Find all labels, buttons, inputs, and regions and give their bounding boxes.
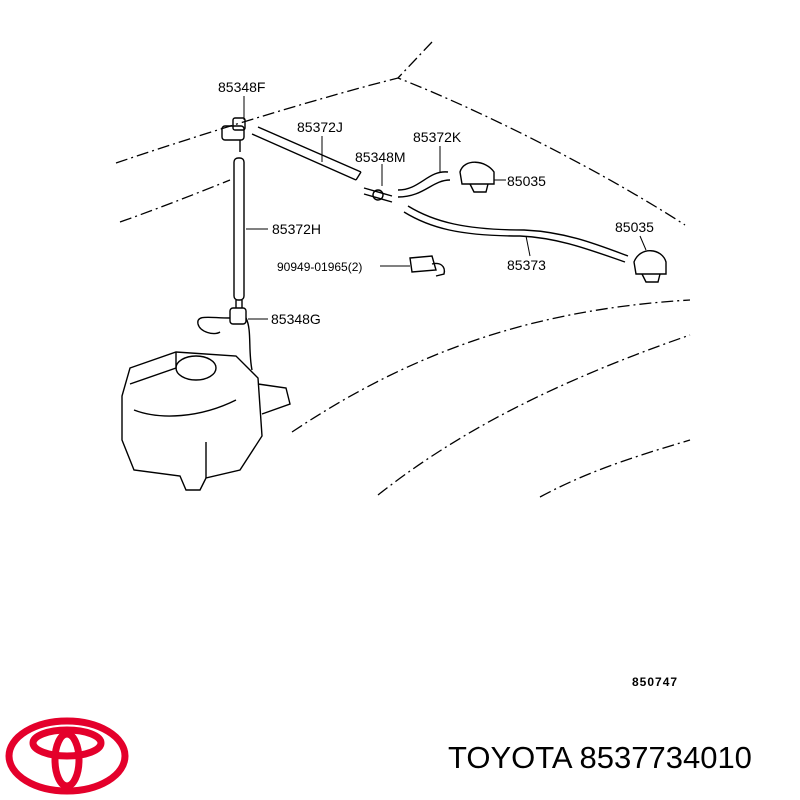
washer-tank <box>121 351 291 491</box>
hose-85373 <box>403 205 629 263</box>
callout-85035-lower: 85035 <box>615 219 654 235</box>
callout-85372H: 85372H <box>272 221 321 237</box>
joint-85348G <box>197 300 253 371</box>
hose-85372H <box>233 157 245 301</box>
callout-85035-upper: 85035 <box>507 173 546 189</box>
brand-part-number: TOYOTA 8537734010 <box>448 740 752 776</box>
callout-85372K: 85372K <box>413 129 462 145</box>
joint-85348F <box>221 117 246 152</box>
part-number: 8537734010 <box>579 740 752 775</box>
callout-85373: 85373 <box>507 257 546 273</box>
toyota-logo <box>5 717 129 795</box>
nozzle-85035-upper <box>459 161 495 193</box>
leader-lines <box>243 96 647 320</box>
callout-85348F: 85348F <box>218 79 265 95</box>
joint-85348M <box>363 187 393 203</box>
callout-90949-01965: 90949-01965(2) <box>277 260 362 274</box>
diagram-code: 850747 <box>632 675 678 689</box>
callout-85348M: 85348M <box>355 149 406 165</box>
brand-name: TOYOTA <box>448 740 571 775</box>
hose-85372K <box>397 171 451 198</box>
clip-90949-01965 <box>409 255 446 277</box>
callout-85348G: 85348G <box>271 311 321 327</box>
vehicle-body-outline <box>115 41 691 498</box>
callout-85372J: 85372J <box>297 119 343 135</box>
nozzle-85035-lower <box>633 250 667 283</box>
hose-85372J <box>251 126 362 181</box>
